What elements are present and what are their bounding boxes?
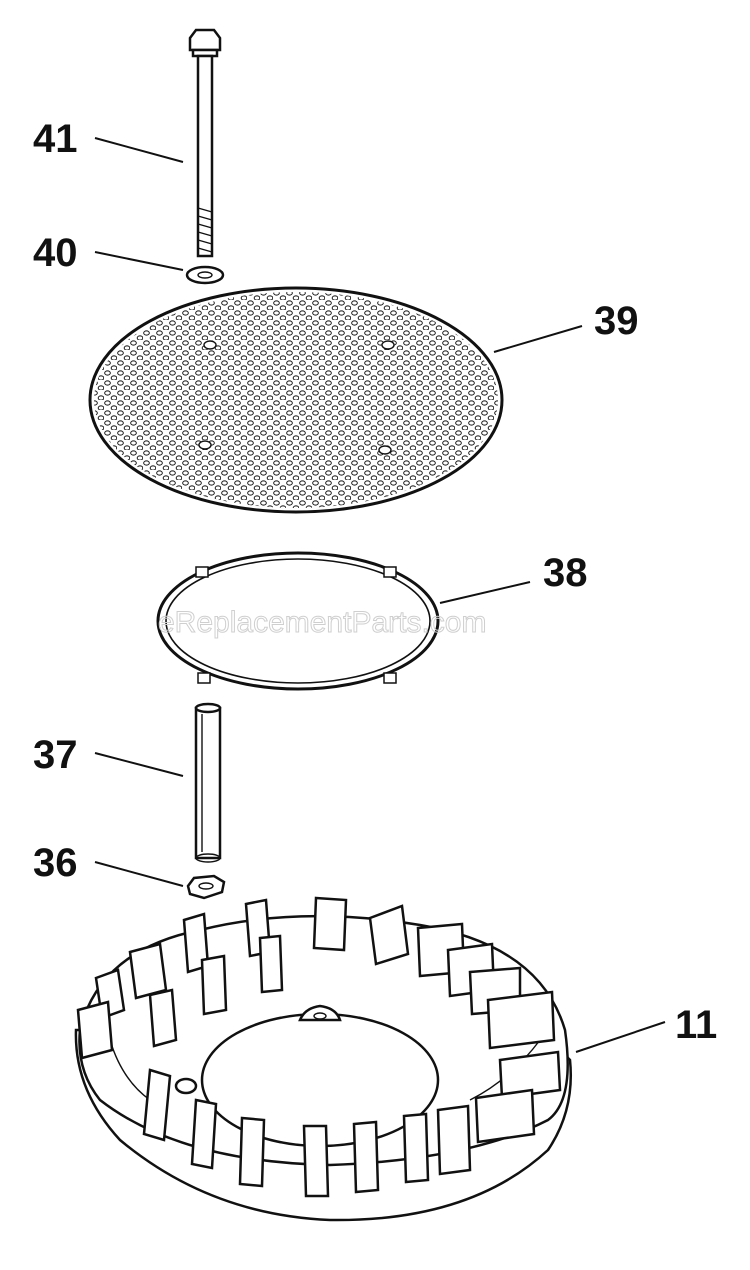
callout-36: 36 [33,841,78,885]
part-11-flywheel-fan [74,896,572,1222]
part-40-washer [185,265,225,285]
callout-40: 40 [33,231,78,275]
part-41-bolt [188,28,222,258]
fan-blades [76,896,562,1198]
callout-38: 38 [543,551,588,595]
part-37-spacer [194,702,222,863]
part-39-screen [88,286,504,514]
callout-39: 39 [594,299,639,343]
leader-lines [94,137,666,1053]
watermark-text: eReplacementParts.com [158,606,486,639]
callout-37: 37 [33,733,78,777]
part-36-nut [186,874,226,900]
callout-11: 11 [675,1003,717,1047]
callout-41: 41 [33,117,78,161]
part-38-ring [156,551,440,691]
